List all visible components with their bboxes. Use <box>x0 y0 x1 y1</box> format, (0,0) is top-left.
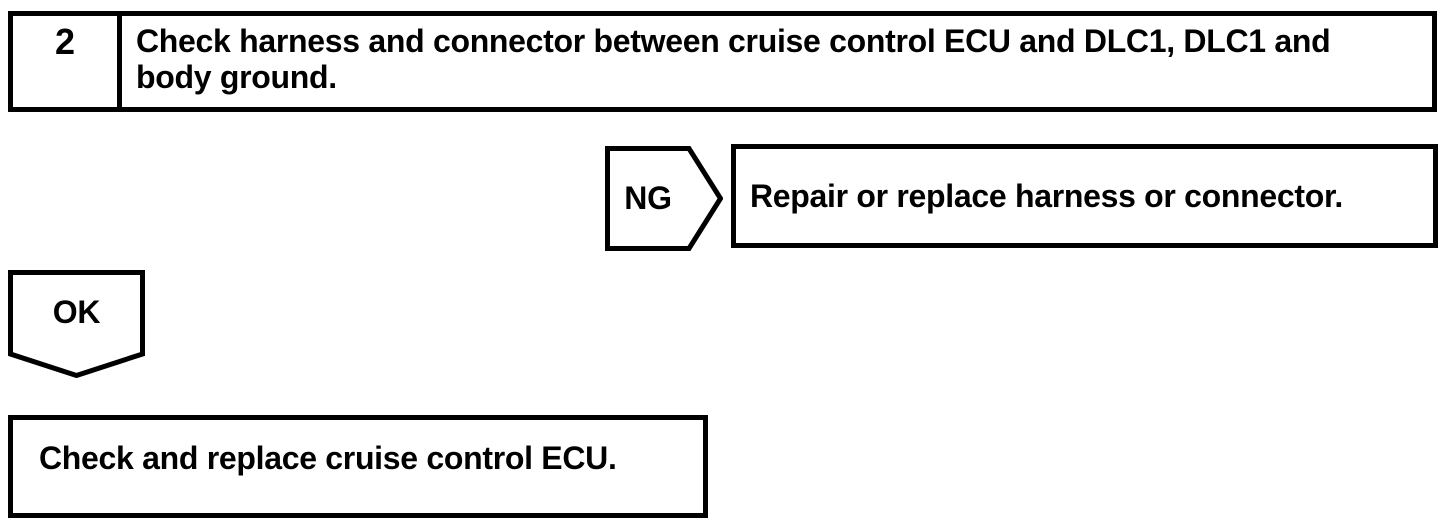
step-box: 2 Check harness and connector between cr… <box>8 11 1437 112</box>
result-box: Check and replace cruise control ECU. <box>8 415 708 518</box>
ok-pentagon-icon <box>8 270 145 378</box>
ng-label: NG <box>624 180 672 216</box>
ok-pentagon-outline <box>8 270 145 378</box>
ok-label: OK <box>52 293 101 330</box>
ng-action-box: Repair or replace harness or connector. <box>731 144 1438 248</box>
ng-pentagon-icon <box>605 146 723 251</box>
ng-connector-shape: NG <box>605 146 723 251</box>
ok-connector-shape: OK <box>8 270 145 378</box>
result-text: Check and replace cruise control ECU. <box>39 440 617 476</box>
ng-pentagon-outline <box>605 146 723 251</box>
step-number: 2 <box>13 16 122 107</box>
ng-action-text: Repair or replace harness or connector. <box>750 177 1343 214</box>
step-instruction: Check harness and connector between crui… <box>136 23 1331 95</box>
